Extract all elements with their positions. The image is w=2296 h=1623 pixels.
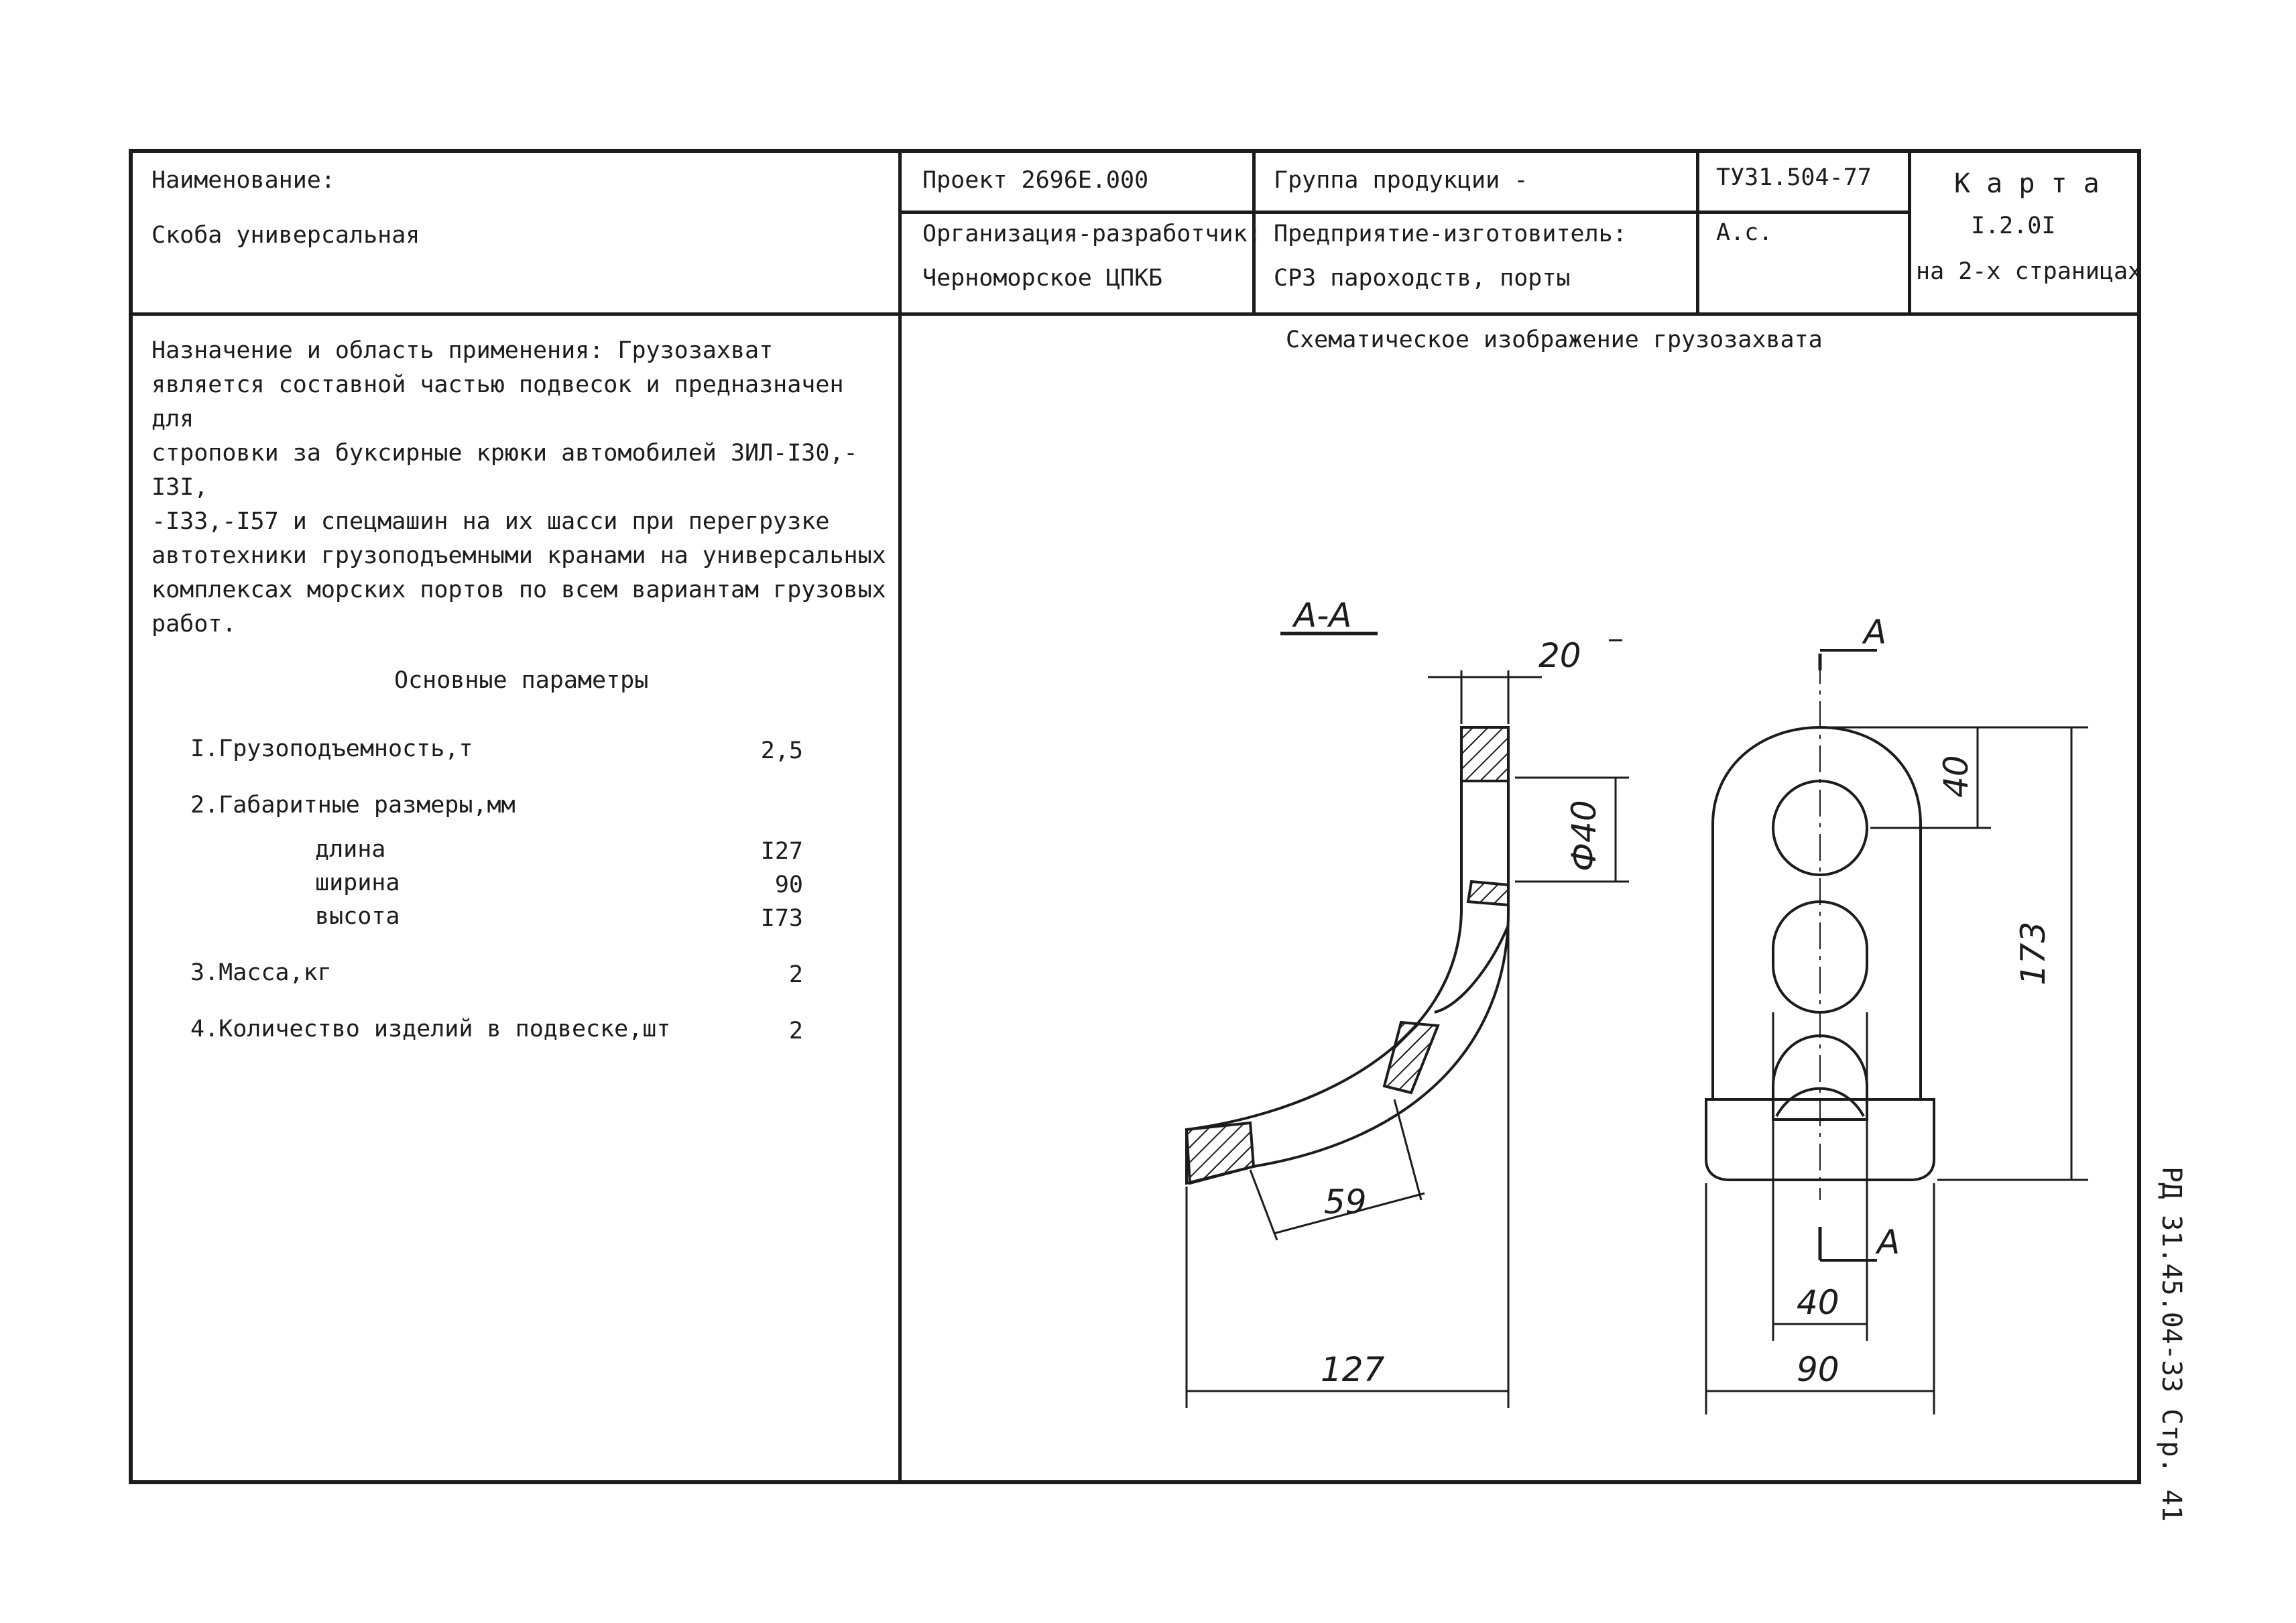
manufacturer-label: Предприятие-изготовитель:	[1274, 221, 1627, 247]
hatch-end	[1185, 1121, 1256, 1185]
name-value: Скоба универсальная	[152, 222, 420, 249]
inventor-certificate: А.с.	[1716, 219, 1773, 246]
parameters-title: Основные параметры	[394, 667, 649, 694]
divider-col4	[1908, 149, 1911, 312]
section-mark-top: А	[1862, 613, 1886, 652]
dim-slot-40: 40	[1797, 1283, 1839, 1322]
form-frame	[129, 149, 2141, 1484]
section-mark-bottom: А	[1875, 1223, 1900, 1262]
name-label: Наименование:	[152, 167, 335, 194]
divider-main	[898, 149, 902, 1484]
param-label: I.Грузоподъемность,т	[190, 735, 473, 762]
dim-173: 173	[2014, 922, 2053, 985]
param-label: 4.Количество изделий в подвеске,шт	[190, 1016, 671, 1042]
developer-label: Организация-разработчик:	[922, 221, 1262, 247]
dim-127: 127	[1321, 1350, 1385, 1389]
hatch-top	[1460, 726, 1510, 782]
tu-number: ТУ31.504-77	[1716, 164, 1872, 191]
param-value: 2	[788, 961, 803, 988]
product-group: Группа продукции -	[1274, 167, 1528, 194]
param-value: I27	[760, 838, 803, 865]
manufacturer-value: СРЗ пароходств, порты	[1274, 265, 1571, 292]
dim-59: 59	[1324, 1183, 1367, 1221]
document-code-stamp: РД 31.45.04-33 Стр. 41	[2156, 1166, 2187, 1522]
param-label: 3.Масса,кг	[190, 959, 332, 986]
project-number: Проект 2696Е.000	[922, 167, 1149, 194]
param-label: 2.Габаритные размеры,мм	[190, 792, 516, 819]
card-pages: на 2-х страницах	[1916, 258, 2142, 285]
developer-value: Черноморское ЦПКБ	[922, 265, 1163, 292]
hatch-bend	[1382, 1020, 1440, 1095]
drawing-title: Схематическое изображение грузозахвата	[1286, 326, 1823, 353]
card-number: I.2.0I	[1971, 213, 2056, 239]
section-label: А-А	[1292, 596, 1351, 635]
card-title: К а р т а	[1954, 168, 2100, 199]
param-label: длина	[315, 836, 386, 863]
param-value: 90	[774, 871, 803, 898]
divider-col3	[1696, 149, 1699, 312]
divider-header-inner	[898, 211, 1911, 214]
technical-drawing: А-А 20 Ф40 59 127	[1185, 596, 2088, 1415]
param-value: 2	[788, 1018, 803, 1044]
dim-hole-diameter: Ф40	[1565, 800, 1604, 871]
param-value: I73	[760, 905, 803, 932]
divider-col2	[1252, 149, 1256, 312]
dim-90: 90	[1797, 1350, 1839, 1389]
hatch-mid	[1466, 880, 1510, 907]
param-label: высота	[315, 903, 400, 930]
divider-header	[129, 312, 2141, 316]
param-label: ширина	[315, 869, 400, 896]
purpose-text: Назначение и область применения: Грузоза…	[152, 337, 886, 638]
dim-top-40: 40	[1937, 755, 1976, 798]
dim-20: 20	[1538, 636, 1581, 675]
param-value: 2,5	[760, 737, 803, 764]
